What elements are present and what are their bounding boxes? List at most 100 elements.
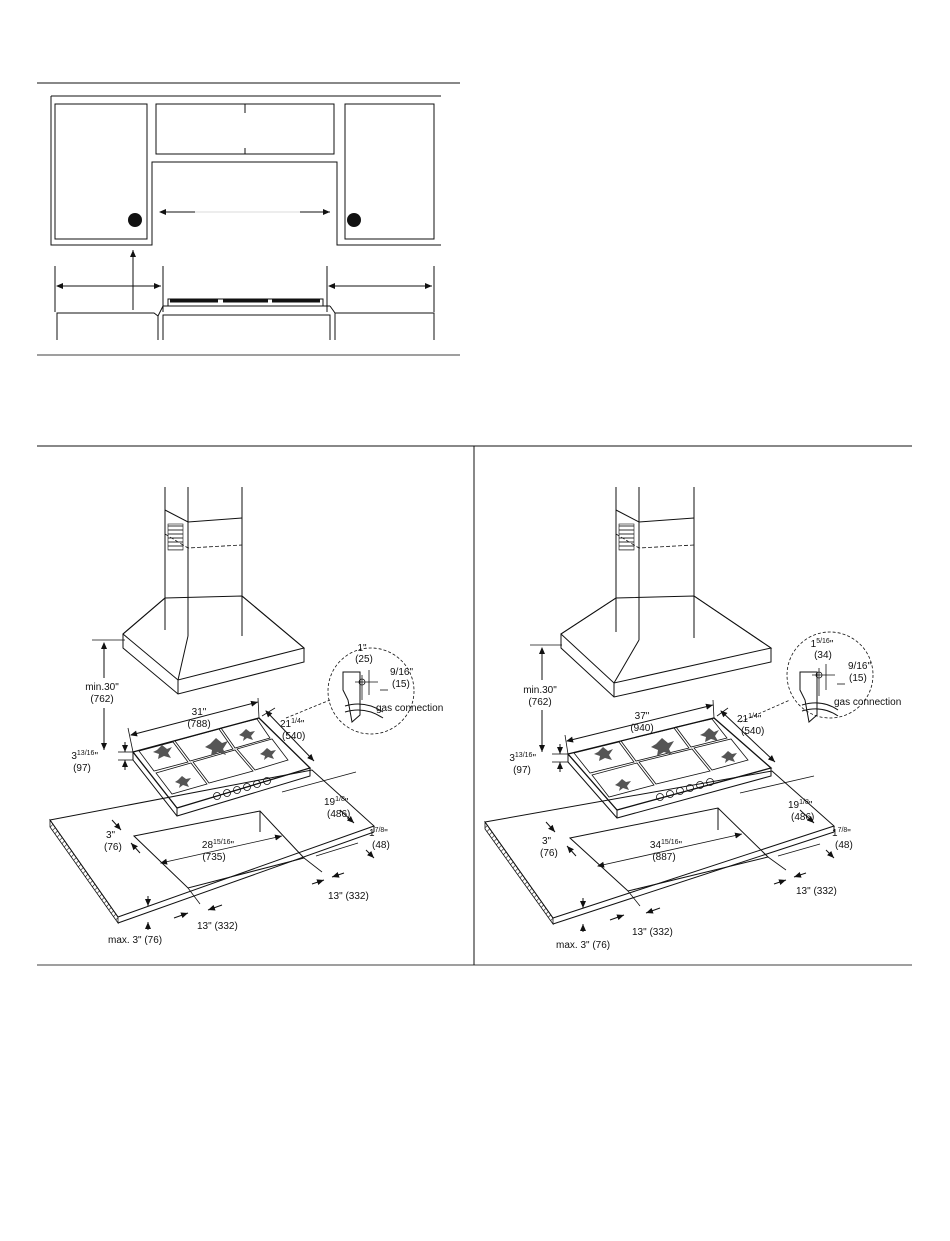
right-cabinet-marker [347,213,361,227]
range-hood [560,595,773,684]
side-left-arrow [645,907,661,914]
right-installation-figure: min.30" (762) 37" (940) 211/4" [484,487,901,951]
gas-connection-label: gas connection [376,703,443,714]
burner-1 [153,745,172,759]
cooktop-height-label: 313/16" [509,752,536,764]
gas-offset-a-mm: (34) [814,650,832,661]
cooktop-width-arrow [566,703,714,743]
cutout [568,807,769,892]
cutout [132,810,305,889]
cutout-depth-arrow [339,809,355,824]
right-base-cabinet [334,312,435,340]
front-edge-label: 3" [542,836,552,847]
rear-edge-mm: (48) [835,840,853,851]
gas-connection-label: gas connection [834,697,901,708]
wall-outline [50,96,441,246]
side-right-label: 13" (332) [328,891,369,902]
rear-edge-arrow [365,849,375,859]
cooktop-depth-mm: (540) [282,731,305,742]
burner-3 [239,729,255,741]
counter-thickness-label: max. 3" (76) [108,935,162,946]
rear-edge-arrow [825,849,835,859]
cooktop-width-mm: (788) [187,719,210,730]
cutout-width-arrow [160,834,283,865]
front-edge-label: 3" [106,830,116,841]
front-edge-arrow [130,842,141,854]
knob-5 [696,781,704,789]
burner-4 [615,779,631,791]
knob-1 [213,792,221,800]
rear-edge-label: 17/8" [832,827,851,839]
burner-3 [700,728,719,742]
cooktop-width-label: 31" [192,707,207,718]
burner-4 [175,776,191,788]
middle-base-cabinet [162,314,331,340]
cooktop-height-label: 313/16" [71,750,98,762]
chimney-vent [618,523,635,551]
cooktop-depth-label: 211/4" [737,713,762,725]
gas-detail-circle [786,631,874,719]
right-wall-cabinet [344,103,435,240]
gas-detail-circle [327,647,415,735]
side-right-arrow [331,871,345,878]
knob-6 [263,777,271,785]
cooktop-width-mm: (940) [630,723,653,734]
cutout-width-label: 3415/16" [650,839,683,851]
burner-2 [651,738,674,756]
side-left-label: 13" (332) [197,921,238,932]
cutout-width-label: 2815/16" [202,839,235,851]
side-right-arrow [793,871,807,878]
cooktop-width-arrow [130,700,259,737]
side-right-label: 13" (332) [796,886,837,897]
knob-4 [243,783,251,791]
rear-edge-mm: (48) [372,840,390,851]
cutout-width-arrow [597,832,743,868]
cutout-depth-arrow [799,809,815,824]
min-height-label: min.30" [85,682,119,693]
left-installation-figure: min.30" (762) 31" (788) 211/4" [49,487,443,946]
cutout-width-mm: (735) [202,852,225,863]
burner-1 [594,747,613,761]
burner-2 [205,738,228,756]
knob-2 [223,789,231,797]
cutout-depth-mm: (486) [791,812,814,823]
min-height-label: min.30" [523,685,557,696]
gas-offset-a-mm: (25) [355,654,373,665]
left-base-cabinet [56,312,159,340]
counter-thickness-label: max. 3" (76) [556,940,610,951]
left-cabinet-marker [128,213,142,227]
cooktop-depth-label: 211/4" [280,718,305,730]
cooktop-depth-mm: (540) [741,726,764,737]
front-view-diagram [37,82,460,356]
min-height-mm: (762) [528,697,551,708]
cooktop-height-mm: (97) [513,765,531,776]
cooktop-depth-arrow [720,710,776,763]
knob-4 [686,784,694,792]
cooktop-width-label: 37" [635,711,650,722]
front-edge-arrow [566,845,577,857]
gas-offset-a: 1" [357,643,367,654]
range-hood [122,595,306,681]
side-left-arrow [207,904,223,911]
gas-offset-a: 15/16" [811,638,834,650]
front-edge-mm: (76) [104,842,122,853]
knob-3 [233,786,241,794]
cooktop-height-mm: (97) [73,763,91,774]
min-height-mm: (762) [90,694,113,705]
gas-offset-b-mm: (15) [849,673,867,684]
knob-1 [656,793,664,801]
left-wall-cabinet [54,103,148,240]
cutout-depth-mm: (486) [327,809,350,820]
gas-offset-b: 9/16" [848,661,871,672]
side-left-label: 13" (332) [632,927,673,938]
burner-5 [721,751,737,763]
gas-offset-b: 9/16" [390,667,413,678]
knob-2 [666,790,674,798]
rear-edge-label: 17/8" [369,827,388,839]
knob-6 [706,778,714,786]
cutout-width-mm: (887) [652,852,675,863]
cooktop-depth-arrow [265,710,315,762]
cutout-depth-label: 191/8" [788,799,813,811]
front-edge-mm: (76) [540,848,558,859]
